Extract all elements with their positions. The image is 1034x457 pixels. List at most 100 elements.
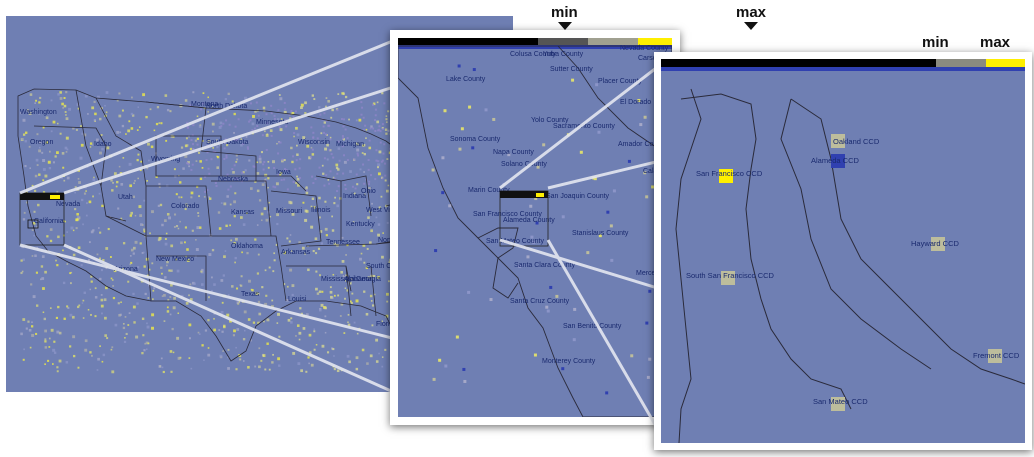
us-density-dot: [64, 220, 67, 223]
us-density-dot: [21, 245, 24, 249]
us-density-dot: [227, 348, 230, 351]
ca-density-dot: [627, 159, 631, 163]
ca-density-dot: [441, 191, 445, 195]
us-density-dot: [197, 215, 200, 217]
us-density-dot: [184, 207, 187, 211]
us-density-dot: [364, 124, 367, 127]
us-density-dot: [219, 121, 223, 125]
us-density-dot: [283, 159, 286, 162]
us-density-dot: [54, 155, 57, 158]
us-density-dot: [360, 113, 363, 116]
us-density-dot: [44, 340, 47, 343]
us-density-dot: [340, 118, 343, 121]
us-density-dot: [119, 131, 122, 134]
us-density-dot: [147, 297, 150, 299]
us-density-dot: [342, 125, 345, 128]
us-density-dot: [255, 101, 258, 104]
us-density-dot: [323, 112, 326, 115]
us-density-dot: [35, 226, 38, 229]
us-density-dot: [295, 126, 298, 130]
us-density-dot: [58, 331, 62, 335]
us-density-dot: [218, 329, 221, 331]
us-density-dot: [356, 148, 360, 152]
us-density-dot: [82, 317, 85, 319]
us-density-dot: [335, 166, 339, 170]
us-density-dot: [63, 317, 66, 320]
us-density-dot: [133, 321, 136, 324]
us-density-dot: [86, 165, 89, 168]
us-density-dot: [366, 247, 369, 250]
us-density-dot: [178, 196, 181, 199]
us-density-dot: [124, 337, 126, 339]
us-density-dot: [229, 203, 232, 206]
us-density-dot: [236, 158, 239, 161]
us-density-dot: [104, 334, 107, 337]
us-density-dot: [164, 94, 168, 97]
us-density-dot: [348, 360, 351, 364]
us-density-dot: [354, 187, 357, 190]
us-density-dot: [341, 102, 344, 105]
us-density-dot: [267, 177, 270, 180]
us-density-dot: [235, 160, 238, 163]
us-density-dot: [329, 170, 332, 173]
us-density-dot: [190, 191, 194, 195]
us-density-dot: [165, 139, 168, 142]
us-density-dot: [142, 251, 145, 254]
us-state-label: North: [378, 237, 395, 244]
us-density-dot: [386, 189, 389, 193]
us-density-dot: [324, 331, 327, 334]
us-density-dot: [129, 214, 133, 217]
us-density-dot: [271, 305, 274, 309]
us-density-dot: [331, 108, 334, 112]
us-density-dot: [104, 104, 106, 107]
us-density-dot: [69, 282, 72, 285]
us-density-dot: [343, 118, 346, 121]
us-density-dot: [43, 317, 46, 321]
us-density-dot: [386, 292, 389, 296]
us-density-dot: [335, 163, 339, 167]
us-density-dot: [141, 351, 144, 355]
us-density-dot: [198, 125, 202, 128]
us-density-dot: [355, 356, 359, 360]
us-density-dot: [222, 274, 225, 277]
us-density-dot: [363, 182, 366, 185]
us-density-dot: [182, 167, 185, 170]
us-density-dot: [98, 227, 100, 229]
us-density-dot: [41, 277, 45, 280]
us-density-dot: [321, 164, 324, 167]
us-density-dot: [176, 336, 180, 340]
us-density-dot: [53, 351, 57, 354]
us-density-dot: [348, 118, 350, 121]
us-density-dot: [319, 308, 322, 312]
us-density-dot: [45, 116, 49, 120]
us-density-dot: [259, 160, 262, 164]
us-density-dot: [356, 332, 359, 335]
us-density-dot: [327, 124, 330, 127]
us-density-dot: [268, 368, 271, 371]
us-density-dot: [170, 244, 174, 248]
us-density-dot: [232, 171, 235, 174]
us-density-dot: [37, 203, 40, 207]
us-state-label: Tennessee: [326, 239, 360, 246]
us-density-dot: [44, 346, 48, 349]
ca-density-dot: [561, 215, 565, 219]
us-density-dot: [360, 101, 363, 104]
us-density-dot: [141, 224, 144, 226]
us-density-dot: [236, 301, 240, 304]
us-density-dot: [176, 126, 179, 129]
us-density-dot: [91, 106, 95, 110]
us-density-dot: [65, 91, 68, 94]
us-density-dot: [44, 338, 47, 341]
us-density-dot: [87, 309, 90, 311]
us-density-dot: [147, 142, 150, 146]
us-density-dot: [290, 146, 293, 150]
us-density-dot: [229, 185, 232, 188]
us-density-dot: [291, 284, 295, 288]
us-density-dot: [367, 158, 370, 161]
us-density-dot: [318, 196, 321, 200]
us-density-dot: [300, 369, 304, 373]
us-density-dot: [177, 312, 180, 315]
